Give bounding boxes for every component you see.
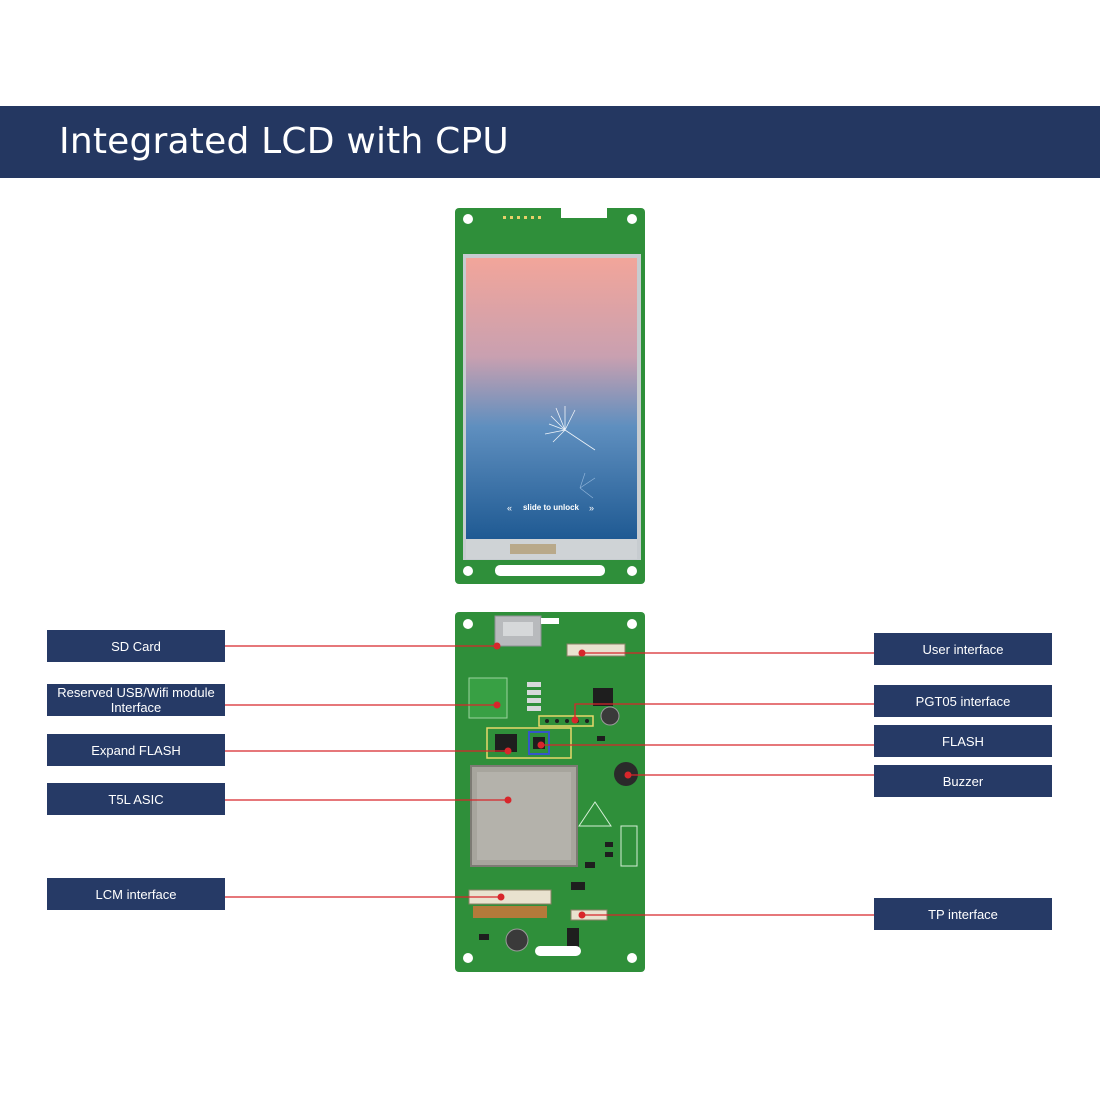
label-flash-text: FLASH <box>942 733 984 749</box>
label-t5l-asic: T5L ASIC <box>47 783 225 815</box>
title-banner: Integrated LCD with CPU <box>0 106 1100 178</box>
label-pgt05-interface-text: PGT05 interface <box>915 693 1011 709</box>
label-sd-card: SD Card <box>47 630 225 662</box>
svg-text:»: » <box>589 503 594 513</box>
lcd-front-view: « » <box>455 208 645 584</box>
svg-text:«: « <box>507 503 512 513</box>
label-user-interface: User interface <box>874 633 1052 665</box>
label-usb-wifi-line2: Interface <box>110 700 162 715</box>
label-usb-wifi-line1: Reserved USB/Wifi module <box>57 685 215 700</box>
label-expand-flash-text: Expand FLASH <box>91 742 181 758</box>
label-sd-card-text: SD Card <box>111 638 161 654</box>
label-expand-flash: Expand FLASH <box>47 734 225 766</box>
label-lcm-interface-text: LCM interface <box>95 886 177 902</box>
label-t5l-asic-text: T5L ASIC <box>108 791 164 807</box>
label-buzzer: Buzzer <box>874 765 1052 797</box>
label-lcm-interface: LCM interface <box>47 878 225 910</box>
pcb-back-view <box>455 612 645 972</box>
label-user-interface-text: User interface <box>922 641 1004 657</box>
label-flash: FLASH <box>874 725 1052 757</box>
label-pgt05-interface: PGT05 interface <box>874 685 1052 717</box>
label-tp-interface: TP interface <box>874 898 1052 930</box>
label-tp-interface-text: TP interface <box>928 906 998 922</box>
label-usb-wifi-interface: Reserved USB/Wifi module Interface <box>47 684 225 716</box>
page-title: Integrated LCD with CPU <box>59 121 509 162</box>
slide-to-unlock-text: slide to unlock <box>522 503 579 512</box>
label-buzzer-text: Buzzer <box>942 773 984 789</box>
